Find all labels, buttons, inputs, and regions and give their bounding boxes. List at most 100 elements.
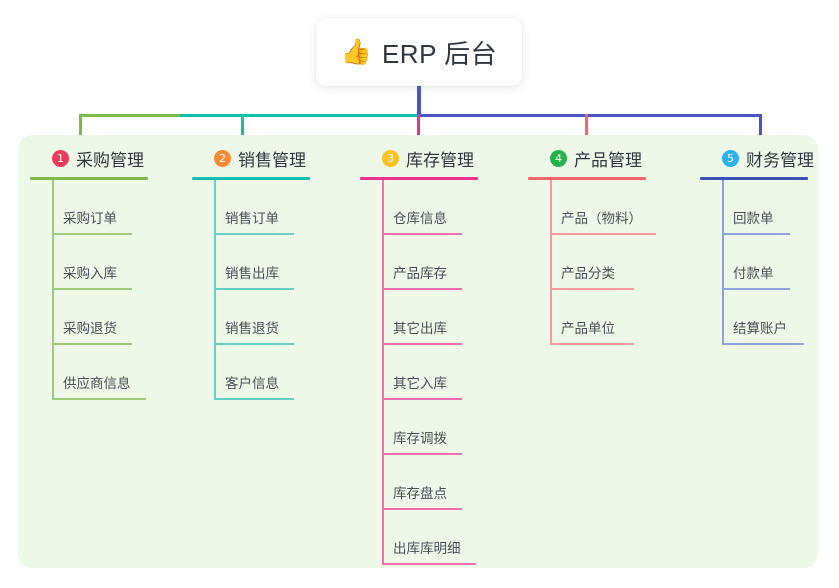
list-item-underline [382, 288, 462, 290]
list-item[interactable]: 库存盘点 [360, 455, 520, 510]
list-item-label: 销售退货 [225, 321, 279, 336]
branch-spine [214, 180, 216, 400]
list-item-label: 库存盘点 [393, 486, 447, 501]
branch-title: 产品管理 [574, 150, 642, 170]
branch-header[interactable]: 5 财务管理 [700, 146, 830, 170]
branch-badge: 3 [382, 149, 399, 167]
connector-drop-5 [759, 114, 762, 148]
list-item-underline [550, 343, 634, 345]
connector-drop-1 [79, 114, 82, 148]
list-item[interactable]: 客户信息 [192, 345, 352, 400]
list-item-label: 结算账户 [733, 321, 787, 336]
branch-title: 销售管理 [238, 150, 306, 170]
branch-spine [550, 180, 552, 345]
list-item[interactable]: 产品单位 [528, 290, 698, 345]
list-item-label: 其它入库 [393, 376, 447, 391]
list-item[interactable]: 采购退货 [30, 290, 190, 345]
branch-items: 销售订单 销售出库 销售退货 客户信息 [192, 180, 352, 400]
list-item[interactable]: 出库库明细 [360, 510, 520, 565]
list-item-underline [214, 398, 294, 400]
list-item-underline [52, 288, 132, 290]
list-item-label: 销售出库 [225, 266, 279, 281]
list-item-underline [382, 563, 476, 565]
connector-bus-teal [180, 114, 419, 117]
branch-spine [722, 180, 724, 345]
list-item-underline [214, 233, 294, 235]
connector-trunk [417, 86, 421, 116]
branch-underline [30, 177, 148, 180]
list-item[interactable]: 其它入库 [360, 345, 520, 400]
branch-items: 采购订单 采购入库 采购退货 供应商信息 [30, 180, 190, 400]
list-item[interactable]: 仓库信息 [360, 180, 520, 235]
connector-drop-4 [585, 114, 588, 148]
branch-underline [528, 177, 646, 180]
list-item-label: 产品单位 [561, 321, 615, 336]
list-item-underline [52, 343, 132, 345]
branch-badge: 1 [52, 149, 69, 167]
list-item-label: 采购退货 [63, 321, 117, 336]
branch-header[interactable]: 2 销售管理 [192, 146, 352, 170]
branch-spine [52, 180, 54, 400]
branch-underline [360, 177, 478, 180]
list-item-label: 产品（物料） [561, 211, 642, 226]
branch-column-product[interactable]: 4 产品管理 产品（物料） 产品分类 产品单位 [528, 146, 698, 345]
list-item-underline [550, 288, 634, 290]
list-item-label: 采购入库 [63, 266, 117, 281]
list-item-label: 供应商信息 [63, 376, 131, 391]
list-item-underline [382, 343, 462, 345]
list-item-underline [382, 398, 462, 400]
branch-underline [700, 177, 808, 180]
list-item-label: 库存调拨 [393, 431, 447, 446]
branch-items: 回款单 付款单 结算账户 [700, 180, 830, 345]
branch-header[interactable]: 3 库存管理 [360, 146, 520, 170]
list-item-label: 销售订单 [225, 211, 279, 226]
branch-column-purchasing[interactable]: 1 采购管理 采购订单 采购入库 采购退货 供应商信息 [30, 146, 190, 400]
list-item[interactable]: 产品库存 [360, 235, 520, 290]
branch-column-inventory[interactable]: 3 库存管理 仓库信息 产品库存 其它出库 其它入库 库存调拨 库存盘点 [360, 146, 520, 565]
list-item-label: 仓库信息 [393, 211, 447, 226]
list-item-underline [382, 508, 462, 510]
branch-column-finance[interactable]: 5 财务管理 回款单 付款单 结算账户 [700, 146, 830, 345]
list-item[interactable]: 产品（物料） [528, 180, 698, 235]
list-item[interactable]: 产品分类 [528, 235, 698, 290]
root-node[interactable]: 👍 ERP 后台 [316, 18, 522, 86]
list-item[interactable]: 库存调拨 [360, 400, 520, 455]
branch-spine [382, 180, 384, 565]
list-item[interactable]: 销售出库 [192, 235, 352, 290]
branch-title: 采购管理 [76, 150, 144, 170]
list-item-label: 付款单 [733, 266, 774, 281]
branch-title: 财务管理 [746, 150, 814, 170]
list-item[interactable]: 其它出库 [360, 290, 520, 345]
list-item[interactable]: 采购订单 [30, 180, 190, 235]
list-item[interactable]: 回款单 [700, 180, 830, 235]
branch-header[interactable]: 1 采购管理 [30, 146, 190, 170]
list-item[interactable]: 付款单 [700, 235, 830, 290]
branch-items: 产品（物料） 产品分类 产品单位 [528, 180, 698, 345]
connector-drop-2 [241, 114, 244, 148]
list-item-underline [722, 343, 804, 345]
list-item-label: 出库库明细 [393, 541, 461, 556]
list-item-underline [722, 288, 790, 290]
branch-title: 库存管理 [406, 150, 474, 170]
list-item-underline [382, 453, 462, 455]
list-item-underline [382, 233, 462, 235]
branch-badge: 5 [722, 149, 739, 167]
branch-badge: 2 [214, 149, 231, 167]
branch-column-sales[interactable]: 2 销售管理 销售订单 销售出库 销售退货 客户信息 [192, 146, 352, 400]
list-item-label: 其它出库 [393, 321, 447, 336]
list-item[interactable]: 销售退货 [192, 290, 352, 345]
list-item-label: 产品分类 [561, 266, 615, 281]
connector-drop-3 [417, 114, 420, 148]
list-item-label: 采购订单 [63, 211, 117, 226]
branch-items: 仓库信息 产品库存 其它出库 其它入库 库存调拨 库存盘点 出库库明细 [360, 180, 520, 565]
list-item[interactable]: 销售订单 [192, 180, 352, 235]
list-item-underline [52, 398, 146, 400]
branch-badge: 4 [550, 149, 567, 167]
list-item-label: 产品库存 [393, 266, 447, 281]
branch-header[interactable]: 4 产品管理 [528, 146, 698, 170]
list-item[interactable]: 供应商信息 [30, 345, 190, 400]
list-item-underline [722, 233, 790, 235]
list-item[interactable]: 采购入库 [30, 235, 190, 290]
list-item[interactable]: 结算账户 [700, 290, 830, 345]
connector-bus-blue [417, 114, 762, 117]
